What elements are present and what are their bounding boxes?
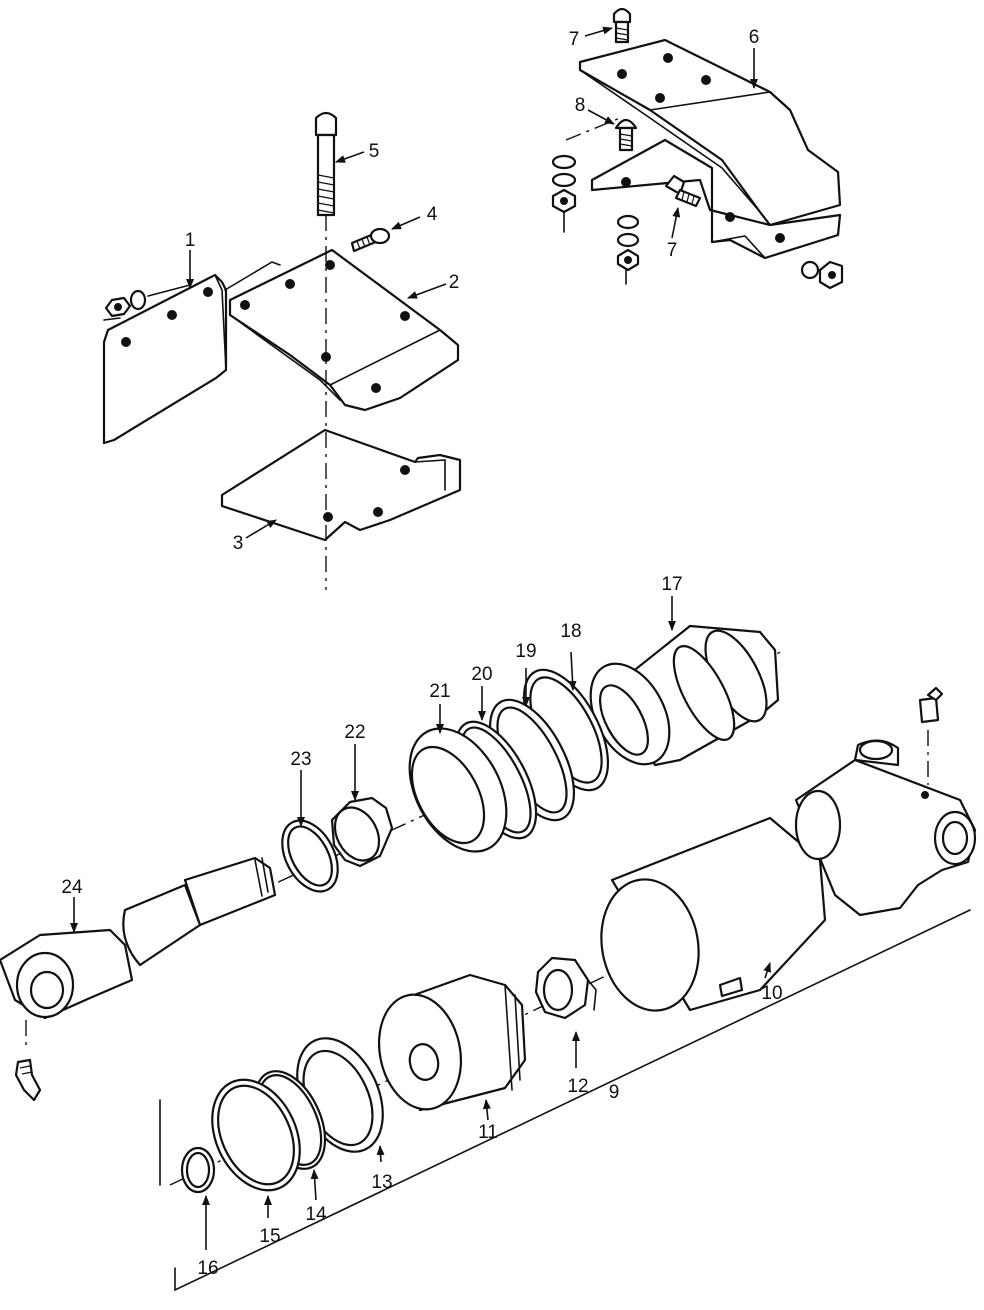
callout-2: 2 [449,272,460,293]
rod-24 [0,856,277,1020]
callout-11: 11 [478,1122,498,1143]
gland-21 [408,727,508,853]
callout-13: 13 [371,1172,392,1193]
hardware-right-nut-washer [800,260,844,290]
bracket-1 [102,273,228,445]
bolt-7-top [612,7,632,44]
bolt-5 [314,111,338,217]
centerline-8 [565,117,621,141]
hardware-left-nut-washer [103,284,191,321]
ring-15 [211,1078,301,1192]
bolt-8 [614,118,638,152]
bracket-6 [578,38,842,260]
callout-17: 17 [661,574,682,595]
hardware-stack-bottom [616,214,640,285]
tube-10 [600,816,827,1012]
callout-12: 12 [567,1076,588,1097]
callout-22: 22 [344,722,365,743]
callout-9: 9 [609,1082,620,1103]
callout-16: 16 [197,1258,218,1279]
callout-20: 20 [471,664,492,685]
grease-fitting-left [14,1058,42,1102]
callout-4: 4 [427,204,438,225]
callout-8: 8 [575,95,586,116]
callout-3: 3 [233,533,244,554]
bracket-2 [224,248,460,412]
nut-22 [330,796,394,868]
hardware-stack-left [551,154,577,233]
callout-1: 1 [185,230,196,251]
ring-23 [281,819,339,893]
callout-15: 15 [259,1226,280,1247]
piston-17 [589,624,780,767]
callout-5: 5 [369,141,380,162]
callout-19: 19 [515,641,536,662]
callout-14: 14 [305,1204,327,1225]
nut-12 [534,956,597,1020]
callout-10: 10 [761,983,782,1004]
callout-23: 23 [290,749,311,770]
piston-11 [377,973,527,1112]
bracket-3 [220,428,462,542]
callout-7-top: 7 [569,29,580,50]
callout-18: 18 [560,621,581,642]
kit-bracket-9 [159,909,971,1292]
callout-7-side: 7 [667,240,678,261]
grease-fitting-right [918,686,944,724]
callout-6: 6 [749,27,760,48]
bolt-7-side [664,174,702,208]
ring-16 [180,1146,216,1194]
barrel-end-cap [794,739,977,917]
bolt-4 [350,227,391,253]
callout-21: 21 [429,681,450,702]
callout-24: 24 [61,877,83,898]
